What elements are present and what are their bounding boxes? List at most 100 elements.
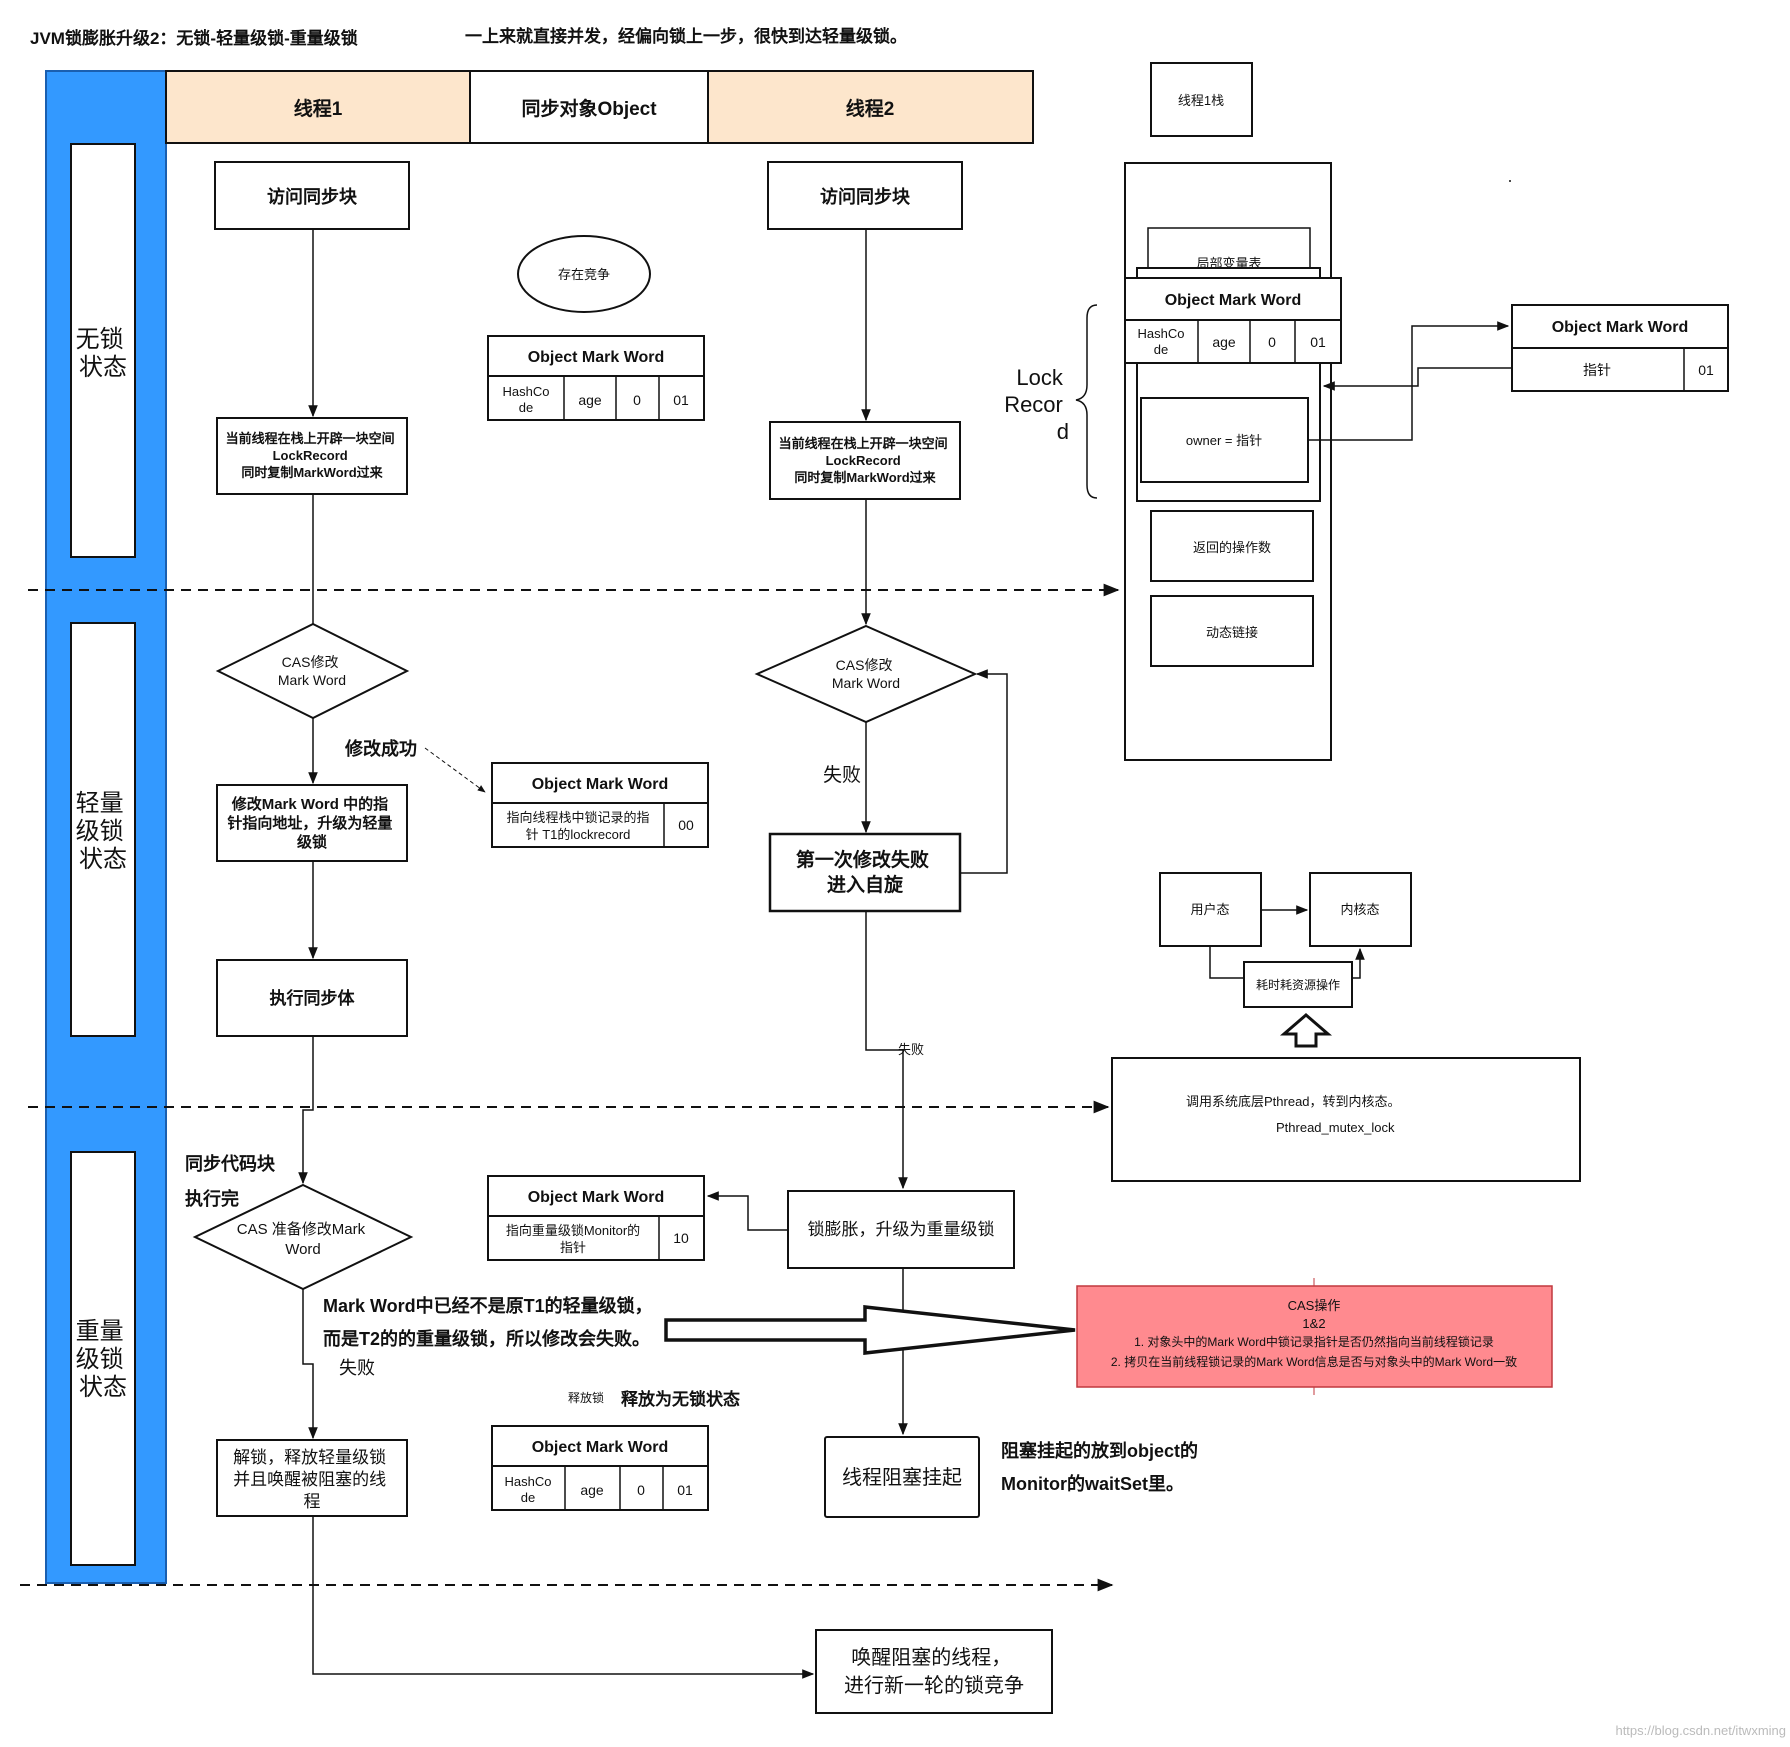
final-box bbox=[815, 1629, 1053, 1714]
release-big-label: 释放为无锁状态 bbox=[621, 1389, 740, 1409]
stack-label: 线程1栈 bbox=[1178, 93, 1224, 108]
owner-to-mw-arrow bbox=[1308, 321, 1510, 441]
user-to-costly-line bbox=[1209, 946, 1244, 979]
stray-dot bbox=[1509, 180, 1511, 182]
obj-mw1-flag: 01 bbox=[673, 392, 689, 408]
cas-red-line2: 2. 拷贝在当前线程锁记录的Mark Word信息是否与对象头中的Mark Wo… bbox=[1111, 1354, 1517, 1369]
obj-mw4-bit: 0 bbox=[637, 1482, 645, 1498]
obj-mw4-title: Object Mark Word bbox=[532, 1439, 669, 1456]
lock-record-brace bbox=[1075, 304, 1098, 499]
obj-mw4-title-box bbox=[491, 1425, 709, 1467]
t2-spin-label: 第一次修改失败 进入自旋 bbox=[796, 848, 934, 896]
kernel-mode-label: 内核态 bbox=[1340, 902, 1379, 917]
t2-block-box bbox=[824, 1436, 980, 1518]
t2-spin-box bbox=[768, 832, 962, 913]
page-title: JVM锁膨胀升级2：无锁-轻量级锁-重量级锁 bbox=[30, 28, 358, 48]
header-thread2 bbox=[707, 70, 1034, 144]
right-mw-row bbox=[1511, 347, 1729, 392]
t1-alloc-label: 当前线程在栈上开辟一块空间 LockRecord 同时复制MarkWord过来 bbox=[226, 431, 399, 480]
obj-mw1-title-box bbox=[487, 335, 705, 377]
stack-mw-row bbox=[1124, 319, 1342, 364]
lane-label-light: 轻量 级锁 状态 bbox=[76, 790, 131, 873]
right-mw-title: Object Mark Word bbox=[1552, 319, 1689, 336]
header-thread1-label: 线程1 bbox=[294, 97, 343, 120]
t1-exec-label: 执行同步体 bbox=[270, 988, 356, 1008]
obj-mw3-title: Object Mark Word bbox=[528, 1189, 665, 1206]
t1-success-pointer bbox=[424, 747, 486, 793]
obj-mw3-flag: 10 bbox=[673, 1230, 689, 1246]
page-subtitle: 一上来就直接并发，经偏向锁上一步，很快到达轻量级锁。 bbox=[465, 26, 907, 46]
owner-label: owner = 指针 bbox=[1186, 433, 1262, 448]
costly-to-kernel-arrow bbox=[1352, 947, 1365, 979]
t1-unlock-label: 解锁，释放轻量级锁 并且唤醒被阻塞的线 程 bbox=[233, 1448, 391, 1511]
right-mw-ptr: 指针 bbox=[1583, 362, 1611, 378]
cas-red-sub: 1&2 bbox=[1302, 1316, 1325, 1331]
t2-to-mw3-arrow bbox=[706, 1191, 788, 1231]
contention-ellipse bbox=[517, 235, 651, 313]
dyn-box bbox=[1150, 595, 1314, 667]
t2-inflate-label: 锁膨胀，升级为重量级锁 bbox=[808, 1220, 995, 1239]
lane-label-heavy: 重量 级锁 状态 bbox=[76, 1318, 131, 1401]
costly-label: 耗时耗资源操作 bbox=[1256, 977, 1340, 992]
t2-alloc-label: 当前线程在栈上开辟一块空间 LockRecord 同时复制MarkWord过来 bbox=[779, 436, 952, 485]
t2-cas-label: CAS修改 Mark Word bbox=[832, 657, 900, 691]
t1-cas-diamond bbox=[215, 622, 410, 720]
lane-box-light bbox=[70, 622, 136, 1037]
stack-label-box bbox=[1150, 62, 1253, 137]
obj-mw2-title: Object Mark Word bbox=[532, 776, 669, 793]
obj-mw2-flag: 00 bbox=[678, 817, 694, 833]
obj-mw4-row bbox=[491, 1465, 709, 1511]
t1-modify-success-label: 修改成功 bbox=[344, 738, 417, 759]
stack-mw-flag: 01 bbox=[1310, 334, 1326, 350]
t2-block-note: 阻塞挂起的放到object的 Monitor的waitSet里。 bbox=[1001, 1440, 1203, 1494]
t2-inflate-box bbox=[787, 1190, 1015, 1269]
t2-access-box bbox=[767, 161, 963, 230]
t1-exec-box bbox=[216, 959, 408, 1037]
pthread-call-label: 调用系统底层Pthread，转到内核态。 bbox=[1186, 1094, 1401, 1109]
lane-box-nolock bbox=[70, 143, 136, 558]
t2-fail2-label: 失败 bbox=[898, 1042, 924, 1057]
t1-arrow-6 bbox=[302, 1289, 318, 1440]
pthread-box bbox=[1111, 1057, 1581, 1182]
t1-unlock-box bbox=[216, 1439, 408, 1517]
big-hollow-arrow bbox=[664, 1305, 1076, 1355]
t1-modify-label: 修改Mark Word 中的指 针指向地址，升级为轻量 级锁 bbox=[227, 795, 396, 851]
obj-mw3-title-box bbox=[487, 1175, 705, 1217]
owner-box bbox=[1140, 397, 1309, 483]
mw-to-lockrecord-arrow bbox=[1322, 367, 1512, 391]
t2-access-label: 访问同步块 bbox=[820, 186, 911, 207]
t2-alloc-box bbox=[769, 421, 961, 500]
final-label: 唤醒阻塞的线程， 进行新一轮的锁竞争 bbox=[844, 1646, 1024, 1697]
obj-mw1-row bbox=[487, 375, 705, 421]
obj-mw2-title-box bbox=[491, 762, 709, 804]
user-mode-box bbox=[1159, 872, 1262, 947]
watermark: https://blog.csdn.net/itwxming bbox=[1615, 1723, 1786, 1738]
header-object-label: 同步对象Object bbox=[521, 97, 657, 120]
stack-mw-title: Object Mark Word bbox=[1165, 292, 1302, 309]
right-mw-title-box bbox=[1511, 304, 1729, 349]
t1-alloc-box bbox=[216, 417, 408, 495]
t1-cas-label: CAS修改 Mark Word bbox=[278, 654, 346, 688]
cas-red-title: CAS操作 bbox=[1288, 1298, 1341, 1313]
obj-mw4-age: age bbox=[580, 1482, 604, 1498]
t1-arrow-5 bbox=[298, 1036, 314, 1185]
obj-mw4-flag: 01 bbox=[677, 1482, 693, 1498]
header-thread1 bbox=[165, 70, 471, 144]
release-small-label: 释放锁 bbox=[568, 1390, 604, 1405]
cas-red-box bbox=[1076, 1285, 1553, 1388]
header-thread2-label: 线程2 bbox=[846, 97, 895, 120]
obj-mw3-row bbox=[487, 1215, 705, 1261]
ret-box bbox=[1150, 510, 1314, 582]
lane-label-nolock: 无锁 状态 bbox=[76, 326, 131, 381]
t1-modify-box bbox=[216, 784, 408, 862]
kernel-mode-box bbox=[1309, 872, 1412, 947]
t2-fail1-label: 失败 bbox=[823, 764, 861, 786]
obj-mw2-row bbox=[491, 802, 709, 848]
t2-cas-diamond bbox=[754, 624, 978, 724]
lane-box-heavy bbox=[70, 1151, 136, 1566]
